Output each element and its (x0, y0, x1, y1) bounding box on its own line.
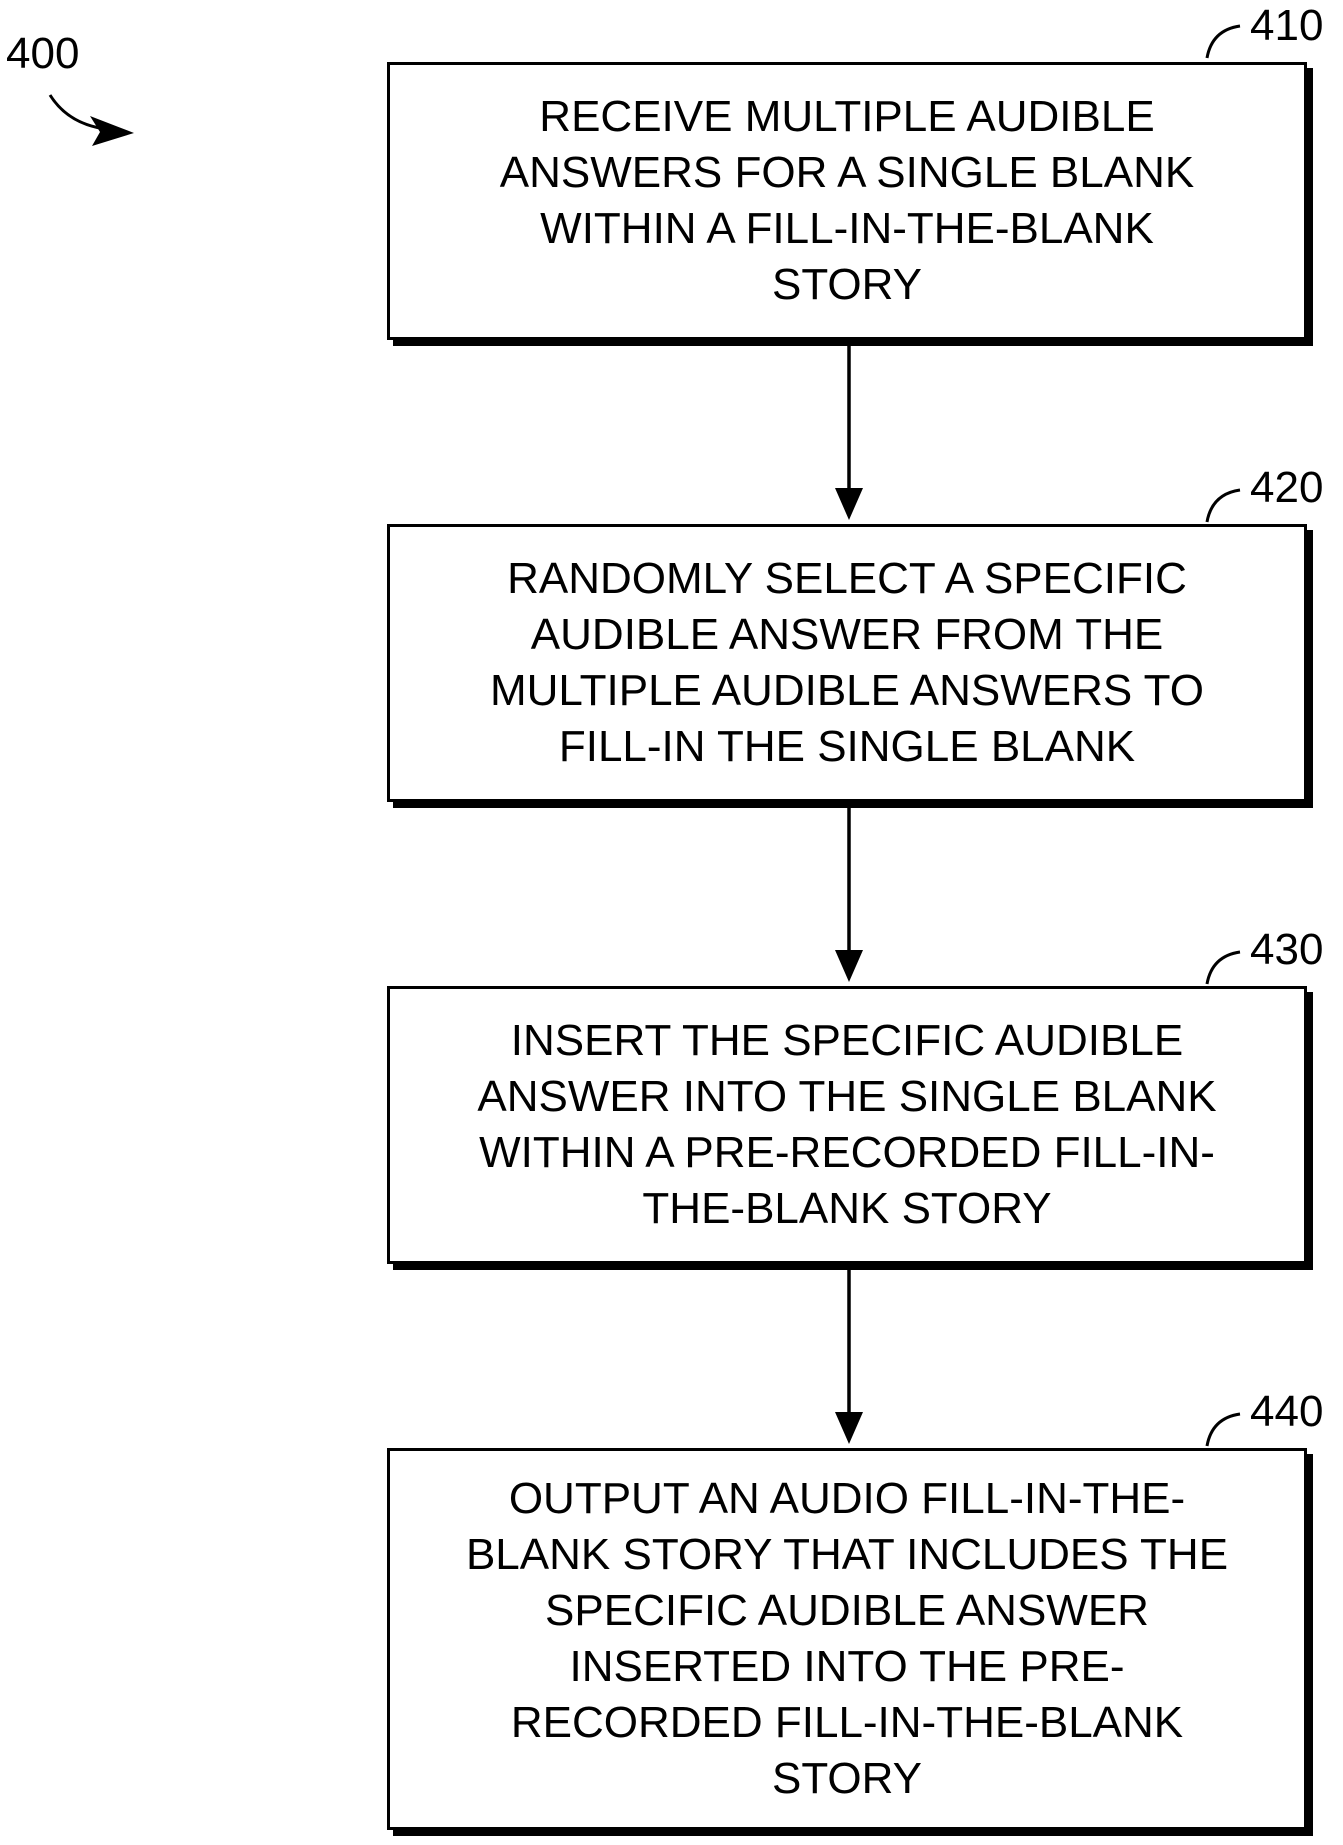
step-text-line: WITHIN A FILL-IN-THE-BLANK (540, 201, 1154, 257)
flow-arrow-2 (835, 804, 863, 982)
ref-leader-440 (1207, 1414, 1240, 1446)
ref-leader-420 (1207, 490, 1240, 522)
ref-leader-430 (1207, 952, 1240, 984)
step-box-420: RANDOMLY SELECT A SPECIFIC AUDIBLE ANSWE… (387, 524, 1307, 802)
step-text-line: BLANK STORY THAT INCLUDES THE (466, 1527, 1228, 1583)
step-ref-440: 440 (1250, 1390, 1323, 1434)
step-text-line: INSERTED INTO THE PRE- (570, 1639, 1125, 1695)
step-text-line: OUTPUT AN AUDIO FILL-IN-THE- (509, 1471, 1185, 1527)
step-text-line: WITHIN A PRE-RECORDED FILL-IN- (479, 1125, 1215, 1181)
step-text-line: STORY (772, 1751, 922, 1807)
step-text-line: ANSWER INTO THE SINGLE BLANK (477, 1069, 1216, 1125)
step-text-line: RECEIVE MULTIPLE AUDIBLE (539, 89, 1154, 145)
step-text-line: RECORDED FILL-IN-THE-BLANK (511, 1695, 1183, 1751)
step-text-line: THE-BLANK STORY (642, 1181, 1051, 1237)
step-text-line: MULTIPLE AUDIBLE ANSWERS TO (490, 663, 1204, 719)
flow-arrow-1 (835, 342, 863, 520)
step-ref-410: 410 (1250, 4, 1323, 48)
step-text-line: STORY (772, 257, 922, 313)
step-box-410: RECEIVE MULTIPLE AUDIBLE ANSWERS FOR A S… (387, 62, 1307, 340)
ref-leader-410 (1207, 26, 1240, 58)
step-text-line: AUDIBLE ANSWER FROM THE (531, 607, 1163, 663)
flow-arrow-3 (835, 1266, 863, 1444)
figure-pointer-arrowhead (90, 116, 134, 146)
step-box-440: OUTPUT AN AUDIO FILL-IN-THE- BLANK STORY… (387, 1448, 1307, 1830)
step-ref-430: 430 (1250, 928, 1323, 972)
step-text-line: ANSWERS FOR A SINGLE BLANK (500, 145, 1194, 201)
step-text-line: SPECIFIC AUDIBLE ANSWER (545, 1583, 1149, 1639)
figure-number: 400 (6, 32, 79, 76)
step-text-line: INSERT THE SPECIFIC AUDIBLE (511, 1013, 1183, 1069)
step-box-430: INSERT THE SPECIFIC AUDIBLE ANSWER INTO … (387, 986, 1307, 1264)
step-text-line: RANDOMLY SELECT A SPECIFIC (507, 551, 1187, 607)
step-text-line: FILL-IN THE SINGLE BLANK (559, 719, 1135, 775)
step-ref-420: 420 (1250, 466, 1323, 510)
